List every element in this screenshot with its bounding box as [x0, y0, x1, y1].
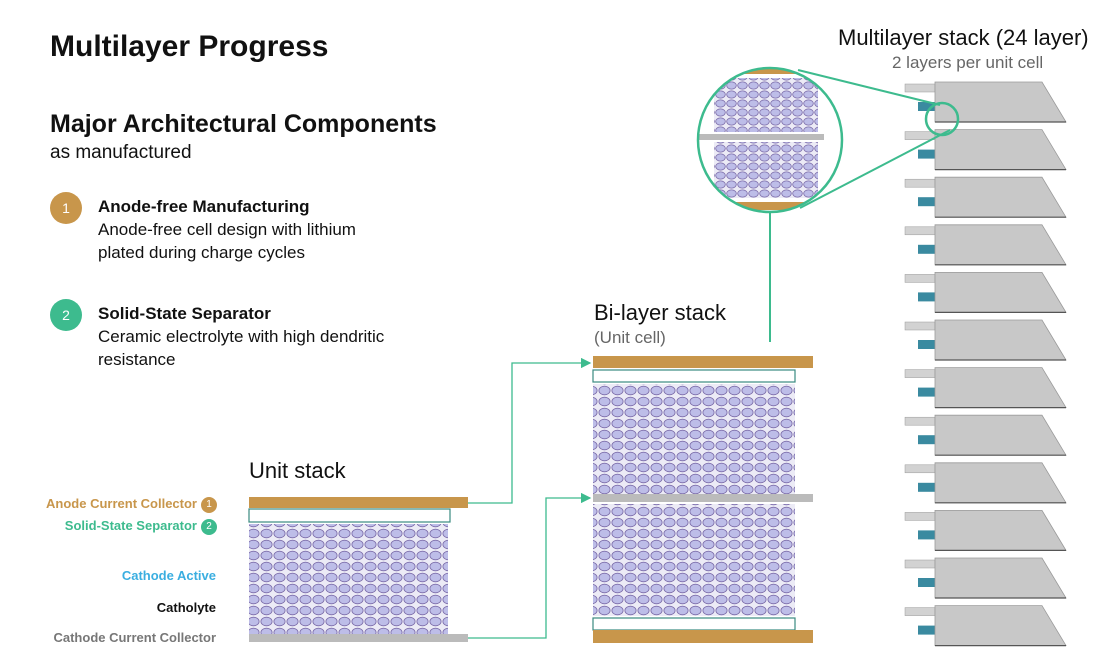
plate-tab-top [904, 464, 936, 474]
multilayer-plate [904, 509, 1067, 552]
plate-tab-bottom [918, 244, 935, 254]
unit-separator [248, 508, 451, 523]
label-catholyte: Catholyte [156, 600, 216, 615]
plate-body [934, 129, 1067, 171]
multilayer-plate [904, 414, 1067, 456]
plate-tab-top [904, 83, 936, 93]
multilayer-plate [904, 557, 1067, 599]
plate-body [934, 462, 1067, 504]
multilayer-plate [904, 129, 1067, 171]
components-heading: Major Architectural Components [50, 110, 437, 138]
label-anode-collector: Anode Current Collector 1 [17, 496, 217, 513]
plate-body [934, 509, 1067, 551]
plate-tab-bottom [918, 387, 935, 397]
plate-body [934, 176, 1067, 218]
unit-stack-title: Unit stack [249, 458, 346, 483]
multilayer-stack-subtitle: 2 layers per unit cell [892, 53, 1044, 72]
plate-tab-top [904, 607, 936, 616]
label-cathode-active: Cathode Active [121, 568, 216, 583]
plate-body [934, 367, 1067, 409]
plate-tab-top [904, 321, 936, 331]
zoom-circle [696, 66, 844, 214]
label-cathode-collector: Cathode Current Collector [53, 630, 216, 645]
plate-tab-top [904, 131, 936, 140]
plate-body [934, 605, 1067, 646]
plate-tab-bottom [918, 482, 935, 492]
zoom-connector-bottom [799, 129, 951, 209]
bilayer-bottom-separator [592, 617, 796, 631]
label-separator-badge: 2 [201, 518, 217, 535]
plate-tab-bottom [918, 530, 935, 540]
plate-body [934, 414, 1067, 456]
label-anode-text: Anode Current Collector [46, 496, 197, 511]
zoom-target-ring [924, 101, 960, 137]
component-2-title: Solid-State Separator [98, 304, 271, 323]
plate-tab-bottom [918, 578, 935, 587]
plate-tab-bottom [918, 149, 935, 159]
bilayer-top-separator [592, 369, 796, 383]
plate-tab-top [904, 274, 936, 283]
plate-tab-top [904, 369, 936, 378]
unit-anode-collector [249, 497, 468, 508]
bilayer-top-cathode [593, 384, 795, 494]
component-1-badge: 1 [50, 192, 82, 224]
plate-tab-top [904, 226, 936, 236]
bilayer-top-anode [593, 356, 813, 368]
plate-body [934, 557, 1067, 599]
multilayer-plates [904, 81, 1067, 647]
connector-cathode [468, 492, 592, 639]
label-separator: Solid-State Separator 2 [17, 518, 217, 535]
plate-body [934, 224, 1067, 266]
component-2-badge: 2 [50, 299, 82, 331]
multilayer-plate [904, 271, 1067, 313]
component-1-title: Anode-free Manufacturing [98, 197, 310, 216]
plate-tab-bottom [918, 292, 935, 302]
plate-tab-top [904, 512, 936, 521]
bilayer-bottom-cathode [593, 504, 795, 616]
multilayer-plate [904, 176, 1067, 218]
plate-body [934, 319, 1067, 361]
plate-body [934, 81, 1067, 123]
multilayer-plate [904, 605, 1067, 647]
plate-tab-bottom [918, 102, 935, 111]
label-anode-badge: 1 [201, 496, 217, 513]
components-subheading: as manufactured [50, 142, 192, 163]
plate-tab-top [904, 559, 936, 569]
label-separator-text: Solid-State Separator [64, 518, 197, 533]
plate-tab-bottom [918, 197, 935, 207]
bilayer-stack-title: Bi-layer stack [594, 300, 727, 325]
bilayer-center-collector [593, 494, 813, 502]
multilayer-stack-title: Multilayer stack (24 layer) [838, 25, 1089, 50]
connector-anode [468, 357, 592, 504]
unit-cathode-collector [249, 634, 468, 642]
multilayer-plate [904, 319, 1067, 361]
multilayer-plate [904, 81, 1067, 123]
plate-tab-bottom [918, 435, 935, 445]
component-1-description: Anode-free cell design with lithium plat… [98, 220, 356, 262]
plate-body [934, 271, 1067, 313]
plate-tab-bottom [918, 625, 935, 635]
plate-tab-top [904, 416, 936, 426]
multilayer-plate [904, 462, 1067, 504]
multilayer-plate [904, 224, 1067, 266]
bilayer-bottom-anode [593, 630, 813, 643]
zoom-detail [698, 68, 842, 212]
plate-tab-bottom [918, 340, 935, 349]
page-title: Multilayer Progress [50, 30, 329, 63]
component-2-description: Ceramic electrolyte with high dendritic … [98, 327, 385, 369]
bilayer-stack-subtitle: (Unit cell) [594, 328, 666, 347]
unit-cathode-active [249, 524, 448, 634]
multilayer-plate [904, 367, 1067, 409]
plate-tab-top [904, 178, 936, 188]
zoom-connector-top [797, 69, 941, 106]
